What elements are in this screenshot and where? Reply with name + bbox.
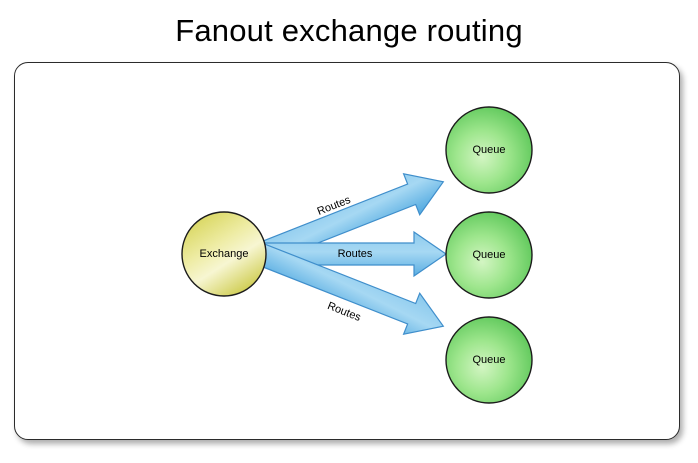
node-queue-bottom[interactable]: Queue <box>445 316 533 404</box>
queue-circle <box>445 106 533 194</box>
exchange-circle <box>181 211 267 297</box>
node-queue-top[interactable]: Queue <box>445 106 533 194</box>
node-exchange[interactable]: Exchange <box>181 211 267 297</box>
node-label: Queue <box>472 354 505 366</box>
diagram-canvas: Routes Routes Routes Exchange <box>181 106 533 404</box>
queue-circle <box>445 211 533 299</box>
queue-circle <box>445 316 533 404</box>
edge-label: Routes <box>338 248 373 260</box>
node-label: Queue <box>472 249 505 261</box>
node-label: Exchange <box>200 248 249 260</box>
page-title: Fanout exchange routing <box>175 13 523 48</box>
node-label: Queue <box>472 144 505 156</box>
block-arrow-icon <box>255 242 445 336</box>
node-queue-middle[interactable]: Queue <box>445 211 533 299</box>
